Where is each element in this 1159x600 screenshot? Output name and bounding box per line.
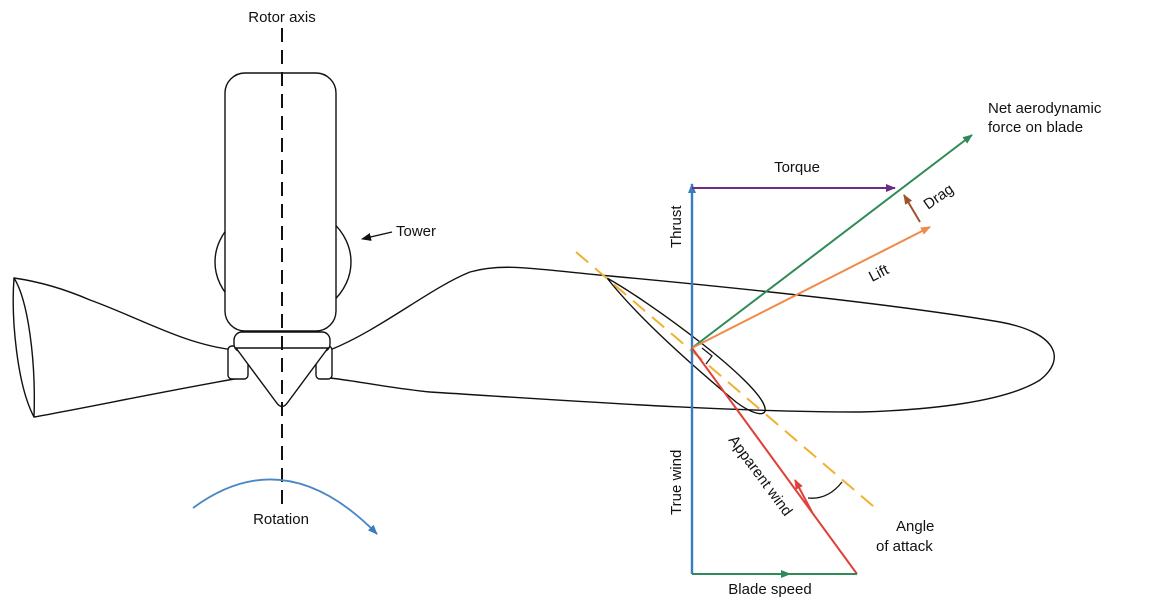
blade-speed-label: Blade speed [728,581,811,598]
angle-of-attack-label-line2: of attack [876,538,933,555]
drag-label: Drag [921,181,957,214]
lift-label: Lift [866,261,892,286]
apparent-wind-line [691,347,858,575]
true-wind-label: True wind [668,450,685,515]
rotation-arrow [192,478,378,535]
rotor-axis-label: Rotor axis [248,9,316,26]
torque-label: Torque [774,159,820,176]
airfoil-section [606,277,766,415]
chord-line [575,251,881,513]
net-force-label-line1: Net aerodynamic [988,100,1102,117]
left-blade [12,277,241,418]
lift-arrow [691,226,931,349]
angle-of-attack-arc [807,481,843,499]
thrust-label: Thrust [668,205,685,248]
rotation-label: Rotation [253,511,309,528]
right-angle-marker [701,347,713,365]
nacelle [224,72,337,332]
angle-of-attack-label-line1: Angle [896,518,934,535]
net-force-label-line2: force on blade [988,119,1083,136]
right-blade [329,266,1055,413]
drag-arrow [903,194,921,223]
tower-pointer-arrow [361,231,393,241]
tower-label: Tower [396,223,436,240]
net-force-arrow [691,134,973,349]
apparent-wind-arrow [794,479,813,513]
